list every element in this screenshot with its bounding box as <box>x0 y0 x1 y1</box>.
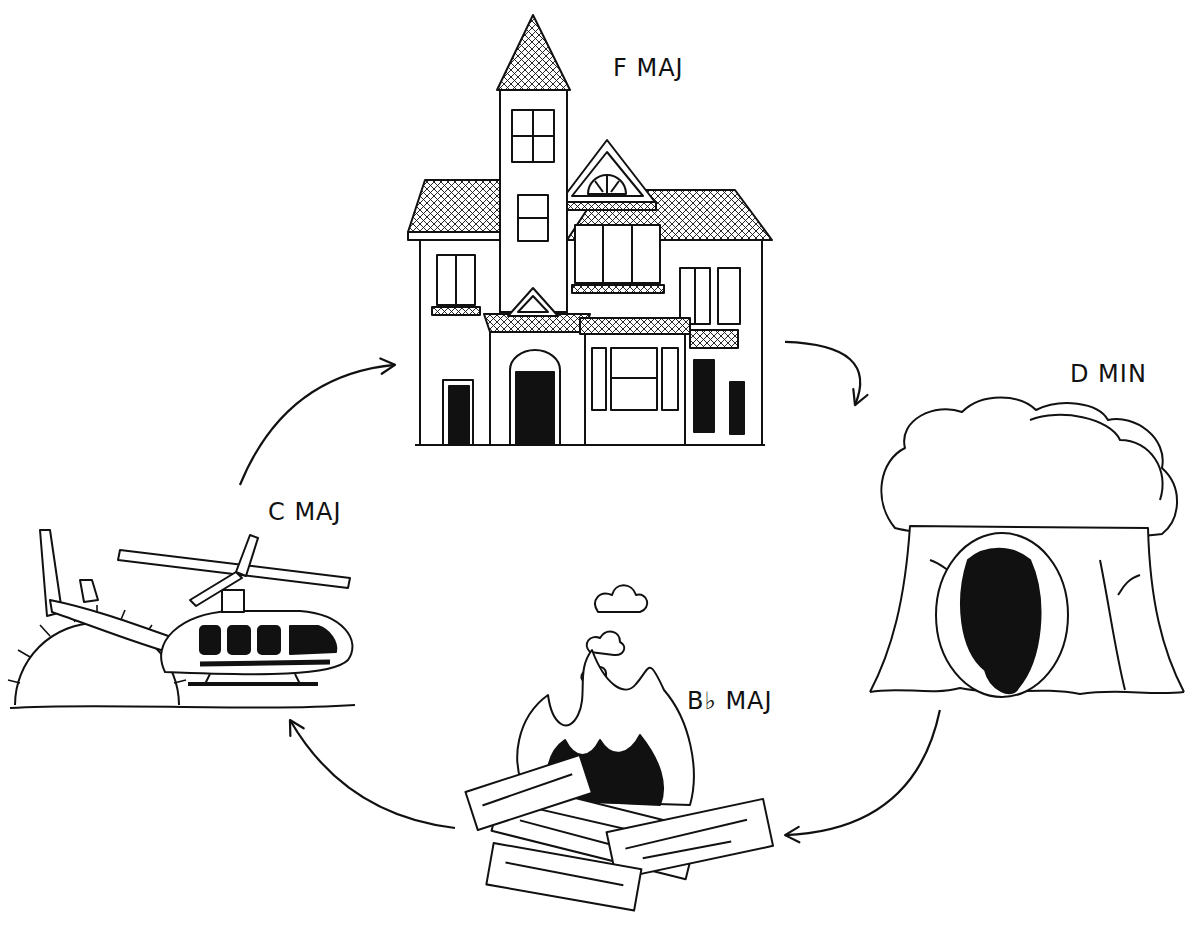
arrow-line <box>240 365 395 485</box>
chord-label: F MAJ <box>613 55 684 81</box>
cycle-arrow <box>290 720 455 828</box>
chord-label: D MIN <box>1070 361 1147 387</box>
arrow-line <box>290 720 455 828</box>
arrow-head <box>853 389 867 405</box>
arrow-head <box>380 358 395 373</box>
chord-node: B♭ MAJ <box>465 580 775 905</box>
arrow-head <box>785 827 799 842</box>
chord-node: C MAJ <box>15 495 360 710</box>
cycle-arrow <box>785 342 867 405</box>
helicopter-drawing <box>8 530 355 708</box>
chord-label: C MAJ <box>268 499 342 525</box>
arrow-line <box>785 342 860 405</box>
cycle-arrow <box>240 358 395 485</box>
chord-node: F MAJ <box>405 15 775 455</box>
chord-node: D MIN <box>865 355 1185 700</box>
chord-label: B♭ MAJ <box>687 688 773 714</box>
cycle-arrow <box>785 710 940 842</box>
tree-drawing <box>870 398 1184 698</box>
arrow-head <box>290 720 304 736</box>
campfire-drawing <box>465 585 773 910</box>
arrow-line <box>785 710 940 835</box>
house-drawing <box>408 15 772 445</box>
